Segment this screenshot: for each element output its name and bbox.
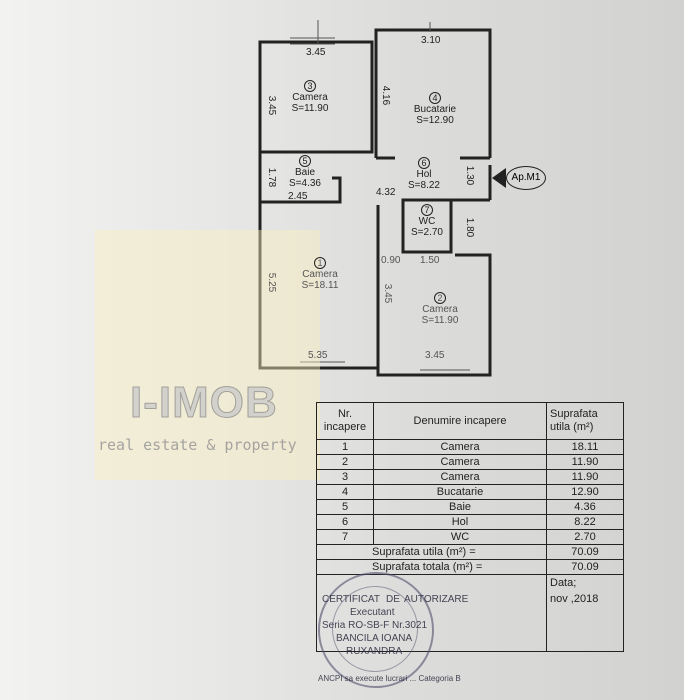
dim-label: 5.25 <box>266 272 278 293</box>
stamp-text: BANCILA IOANA <box>336 633 413 644</box>
row-name: Camera <box>373 469 547 485</box>
header-name: Denumire incapere <box>373 402 547 440</box>
row-nr: 5 <box>316 499 374 515</box>
row-name: Camera <box>373 454 547 470</box>
dim-label: 1.30 <box>464 165 476 186</box>
util-label: Suprafata utila (m²) = <box>316 544 547 560</box>
date-label: Data; <box>550 577 577 589</box>
watermark-title: I-IMOB <box>130 378 278 428</box>
row-area: 11.90 <box>546 454 624 470</box>
row-area: 4.36 <box>546 499 624 515</box>
dim-label: 1.80 <box>464 217 476 238</box>
dim-label: 1.50 <box>420 255 440 266</box>
stamp-text: Seria RO-SB-F Nr.3021 <box>322 620 428 631</box>
dim-label: 3.10 <box>421 35 441 46</box>
watermark-panel <box>95 230 320 480</box>
wall-baie <box>258 152 342 204</box>
row-name: Hol <box>373 514 547 530</box>
row-nr: 2 <box>316 454 374 470</box>
header-area: Suprafata utila (m²) <box>546 402 624 440</box>
row-name: Baie <box>373 499 547 515</box>
dim-label: 3.45 <box>306 47 326 58</box>
stamp-text: AUTORIZARE <box>404 594 469 605</box>
dim-label: 3.45 <box>266 95 278 116</box>
dim-label: 2.45 <box>288 191 308 202</box>
stamp-text: Executant <box>350 607 395 618</box>
entrance-label: Ap.M1 <box>506 166 546 190</box>
row-area: 8.22 <box>546 514 624 530</box>
row-area: 12.90 <box>546 484 624 500</box>
dim-label: 4.32 <box>376 187 396 198</box>
stamp-text: DE <box>386 594 400 605</box>
row-name: Bucatarie <box>373 484 547 500</box>
stamp-text: CERTIFICAT <box>322 594 380 605</box>
stamp-inner-ring <box>332 586 418 672</box>
row-nr: 7 <box>316 529 374 545</box>
wall-room-2 <box>376 253 492 377</box>
total-value: 70.09 <box>546 559 624 575</box>
wall-kitchen <box>374 28 492 158</box>
dim-label: 0.90 <box>381 255 401 266</box>
stamp-text: RUXANDRA <box>346 646 403 657</box>
watermark-subtitle: real estate & property <box>98 436 297 454</box>
row-name: WC <box>373 529 547 545</box>
util-value: 70.09 <box>546 544 624 560</box>
date-value: nov ,2018 <box>550 593 599 605</box>
dim-label: 1.78 <box>266 167 278 188</box>
dim-label: 3.45 <box>382 283 394 304</box>
row-area: 2.70 <box>546 529 624 545</box>
row-name: Camera <box>373 439 547 455</box>
dim-label: 5.35 <box>308 350 328 361</box>
row-nr: 4 <box>316 484 374 500</box>
row-area: 11.90 <box>546 469 624 485</box>
certification-stamp <box>318 572 434 688</box>
dim-label: 4.16 <box>380 85 392 106</box>
header-nr: Nr. incapere <box>316 402 374 440</box>
total-label: Suprafata totala (m²) = <box>316 559 547 575</box>
stamp-ring-text: ANCPI sa execute lucrari ... Categoria B <box>318 674 461 683</box>
row-nr: 6 <box>316 514 374 530</box>
row-nr: 3 <box>316 469 374 485</box>
entrance-arrow-icon <box>492 168 506 188</box>
dim-label: 3.45 <box>425 350 445 361</box>
wall-room-1 <box>258 202 380 370</box>
row-nr: 1 <box>316 439 374 455</box>
row-area: 18.11 <box>546 439 624 455</box>
